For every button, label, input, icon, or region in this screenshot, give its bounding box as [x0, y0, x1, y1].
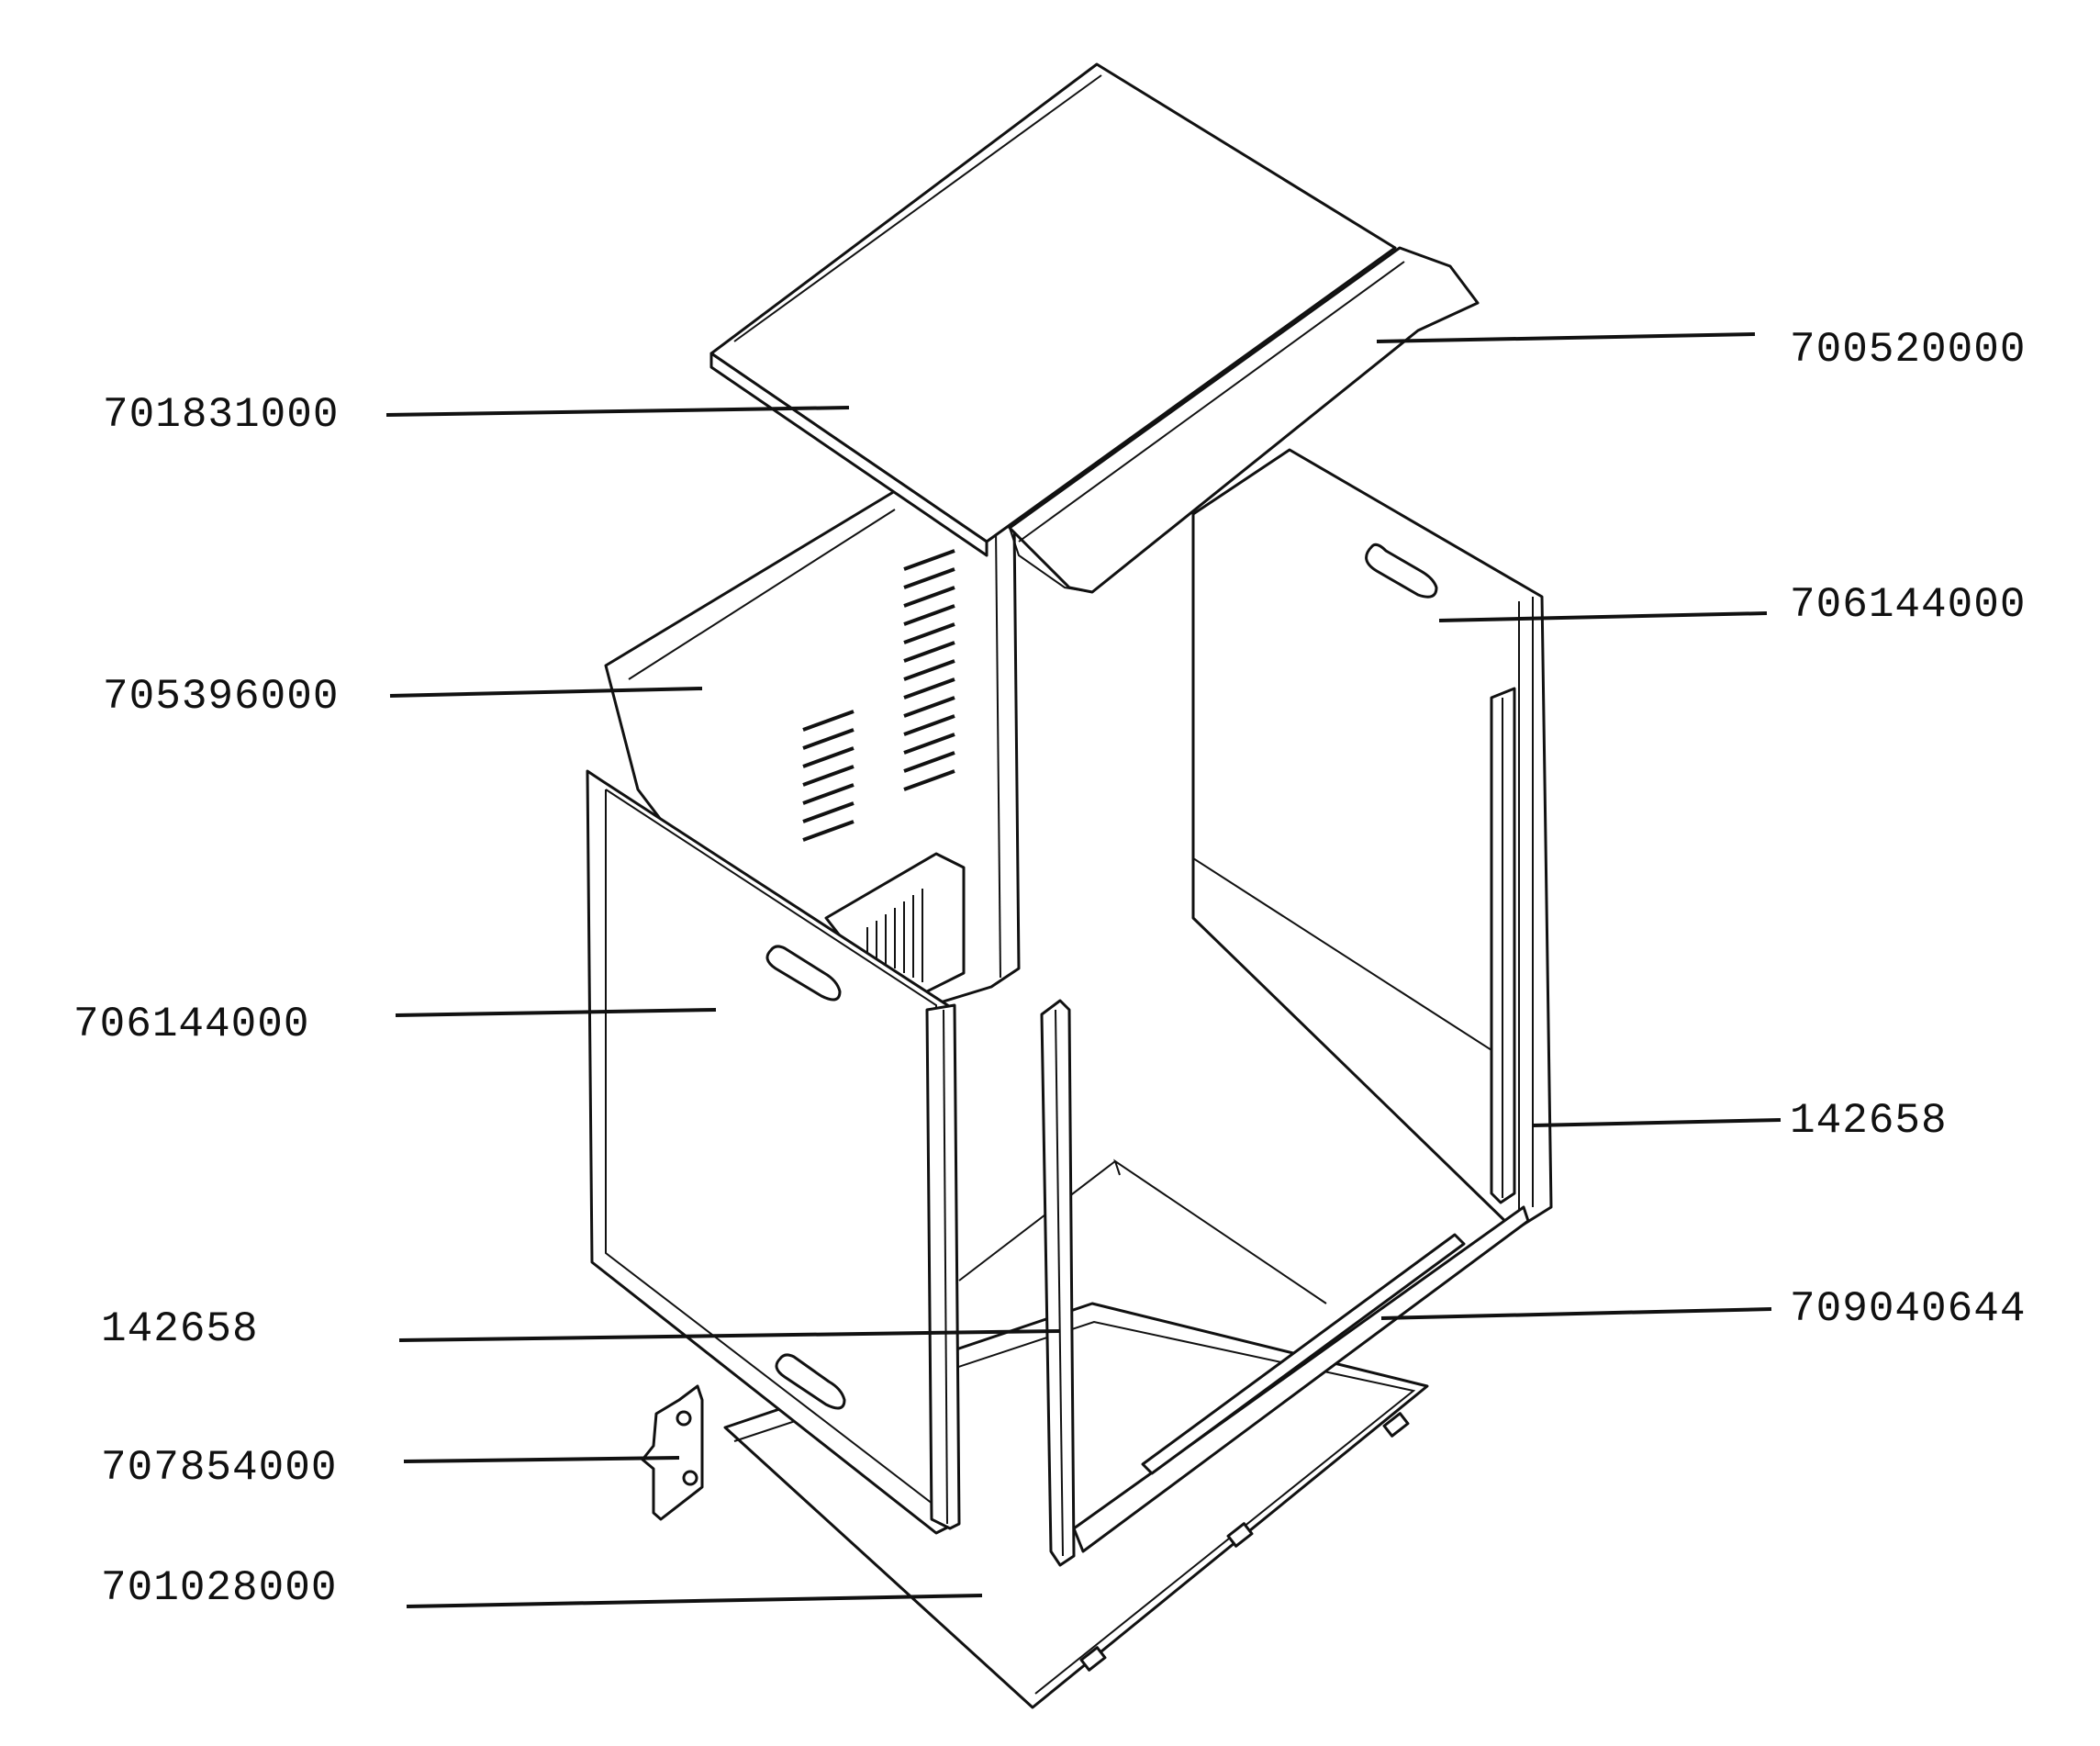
back-vent-upper — [903, 549, 955, 791]
label-right-side-panel: 706144000 — [1790, 581, 2026, 629]
leader-back-panel — [389, 687, 703, 698]
label-base-panel: 701028000 — [101, 1564, 337, 1612]
label-bracket: 707854000 — [101, 1444, 337, 1492]
label-top-left-panel: 701831000 — [103, 391, 339, 439]
right-side-panel — [1191, 448, 1553, 1232]
label-rail: 709040644 — [1790, 1285, 2026, 1333]
leader-bracket — [403, 1456, 680, 1463]
leader-top-left-panel — [385, 406, 850, 417]
top-left-panel — [709, 62, 1397, 557]
label-left-side-panel: 706144000 — [73, 1001, 309, 1048]
right-strip — [1490, 687, 1516, 1204]
left-side-panel — [586, 769, 961, 1535]
label-back-panel: 705396000 — [103, 673, 339, 721]
leader-right-side-panel — [1438, 611, 1768, 622]
label-right-strip: 142658 — [1790, 1097, 1948, 1145]
leader-left-strip — [398, 1329, 1061, 1342]
leader-left-side-panel — [395, 1008, 717, 1017]
leader-base-panel — [406, 1594, 983, 1608]
back-vent-lower — [802, 710, 855, 842]
leader-top-right-panel — [1376, 332, 1756, 343]
rail — [958, 1158, 1530, 1553]
top-right-panel — [1008, 246, 1480, 594]
bracket — [641, 1384, 704, 1521]
leader-rail — [1380, 1307, 1772, 1320]
left-strip — [1040, 999, 1076, 1567]
label-left-strip: 142658 — [101, 1305, 259, 1353]
leader-right-strip — [1532, 1118, 1782, 1127]
back-panel — [604, 489, 1021, 1039]
label-top-right-panel: 700520000 — [1790, 326, 2026, 374]
